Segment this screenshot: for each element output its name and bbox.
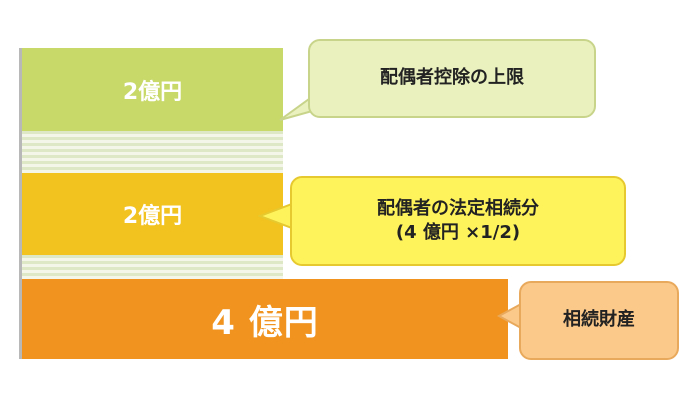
callout-legal-share: 配偶者の法定相続分 (4 億円 ×1/2) <box>290 176 626 266</box>
callout-deduction-limit: 配偶者控除の上限 <box>308 39 596 118</box>
inherited-assets-block: 4 億円 <box>22 279 508 359</box>
callout-inherited-assets-text: 相続財産 <box>563 309 635 331</box>
callout-tail-legal-share <box>258 202 293 230</box>
left-axis-line <box>19 48 22 359</box>
callout-inherited-assets: 相続財産 <box>519 281 679 360</box>
striped-spacer-lower <box>22 255 283 279</box>
callout-legal-share-line1: 配偶者の法定相続分 <box>377 197 539 219</box>
striped-spacer-upper <box>22 131 283 173</box>
callout-deduction-limit-text: 配偶者控除の上限 <box>380 67 524 89</box>
deduction-limit-amount: 2億円 <box>122 79 183 105</box>
deduction-limit-block: 2億円 <box>22 48 283 131</box>
legal-share-amount: 2億円 <box>122 204 183 229</box>
legal-share-block: 2億円 <box>22 173 283 255</box>
callout-legal-share-line2: (4 億円 ×1/2) <box>395 222 521 243</box>
inherited-assets-amount: 4 億円 <box>211 302 319 343</box>
